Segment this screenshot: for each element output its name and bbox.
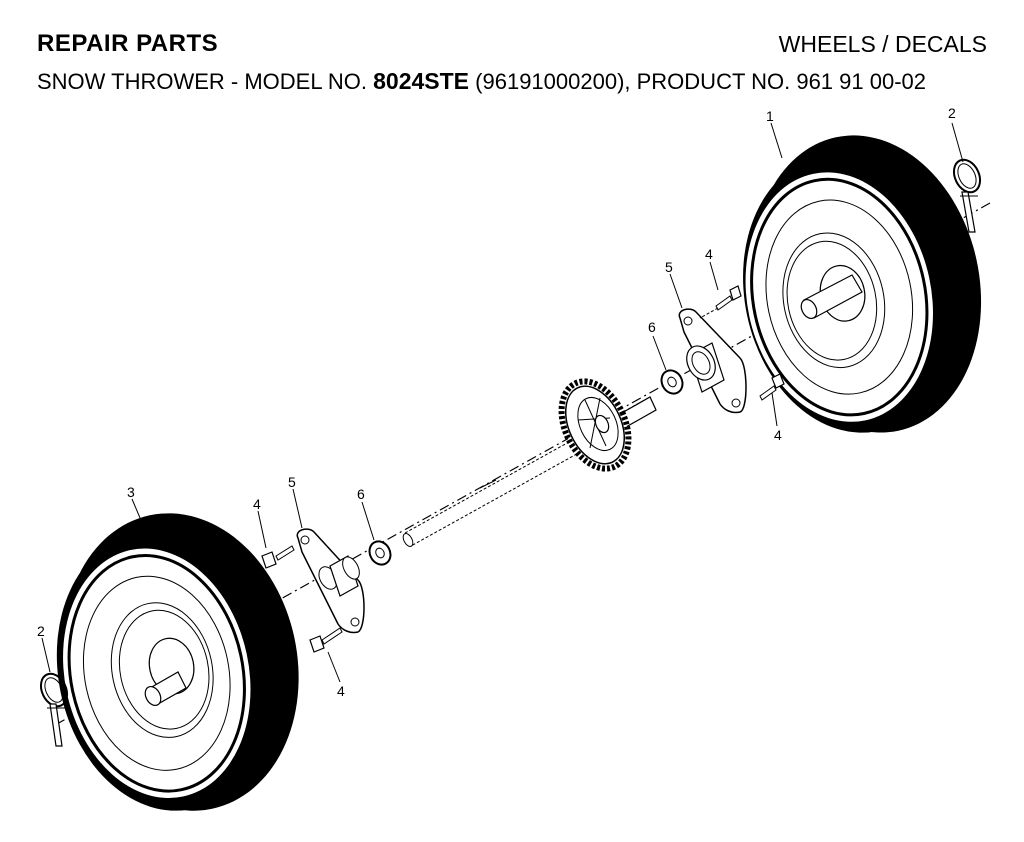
section-title: WHEELS / DECALS bbox=[778, 31, 987, 57]
hub-tube-left bbox=[144, 671, 187, 707]
callout-bearing-right: 5 bbox=[665, 259, 673, 275]
callout-washer-left: 6 bbox=[357, 486, 365, 502]
callout-washer-right: 6 bbox=[648, 319, 656, 335]
callout-bolt-left-bottom: 4 bbox=[337, 683, 345, 699]
subtitle-suffix: (96191000200), PRODUCT NO. 961 91 00-02 bbox=[475, 69, 927, 94]
model-subtitle: SNOW THROWER - MODEL NO. 8024STE (961910… bbox=[37, 68, 926, 95]
callout-wheel-left: 3 bbox=[127, 484, 135, 500]
lynch-pin-left bbox=[39, 672, 69, 747]
drive-gear bbox=[558, 378, 632, 472]
subtitle-prefix: SNOW THROWER - MODEL NO. bbox=[37, 69, 367, 94]
callout-pin-left: 2 bbox=[37, 623, 45, 639]
bolt-right-top bbox=[699, 285, 742, 319]
wheel-right bbox=[743, 135, 982, 433]
bolt-right-bottom bbox=[759, 373, 785, 401]
washer-left bbox=[368, 540, 392, 566]
leader-lines bbox=[41, 122, 964, 683]
callout-pin-right: 2 bbox=[948, 105, 956, 121]
callout-bolt-right-top: 4 bbox=[705, 246, 713, 262]
lynch-pin-right bbox=[952, 158, 982, 233]
page-title: REPAIR PARTS bbox=[37, 30, 219, 57]
hub-tube-right bbox=[800, 274, 863, 320]
bolt-left-bottom bbox=[309, 627, 343, 653]
wheel-left bbox=[56, 513, 299, 811]
assembly-axis bbox=[54, 202, 991, 726]
washer-right bbox=[660, 369, 684, 395]
callout-bolt-left-top: 4 bbox=[253, 496, 261, 512]
callout-bearing-left: 5 bbox=[288, 474, 296, 490]
model-number: 8024STE bbox=[373, 68, 470, 94]
callout-wheel-right: 1 bbox=[766, 108, 774, 124]
bearing-flange-left bbox=[296, 528, 365, 634]
callout-bolt-right-bottom: 4 bbox=[774, 427, 782, 443]
bearing-flange-right bbox=[678, 308, 747, 414]
bolt-left-top bbox=[261, 545, 295, 569]
